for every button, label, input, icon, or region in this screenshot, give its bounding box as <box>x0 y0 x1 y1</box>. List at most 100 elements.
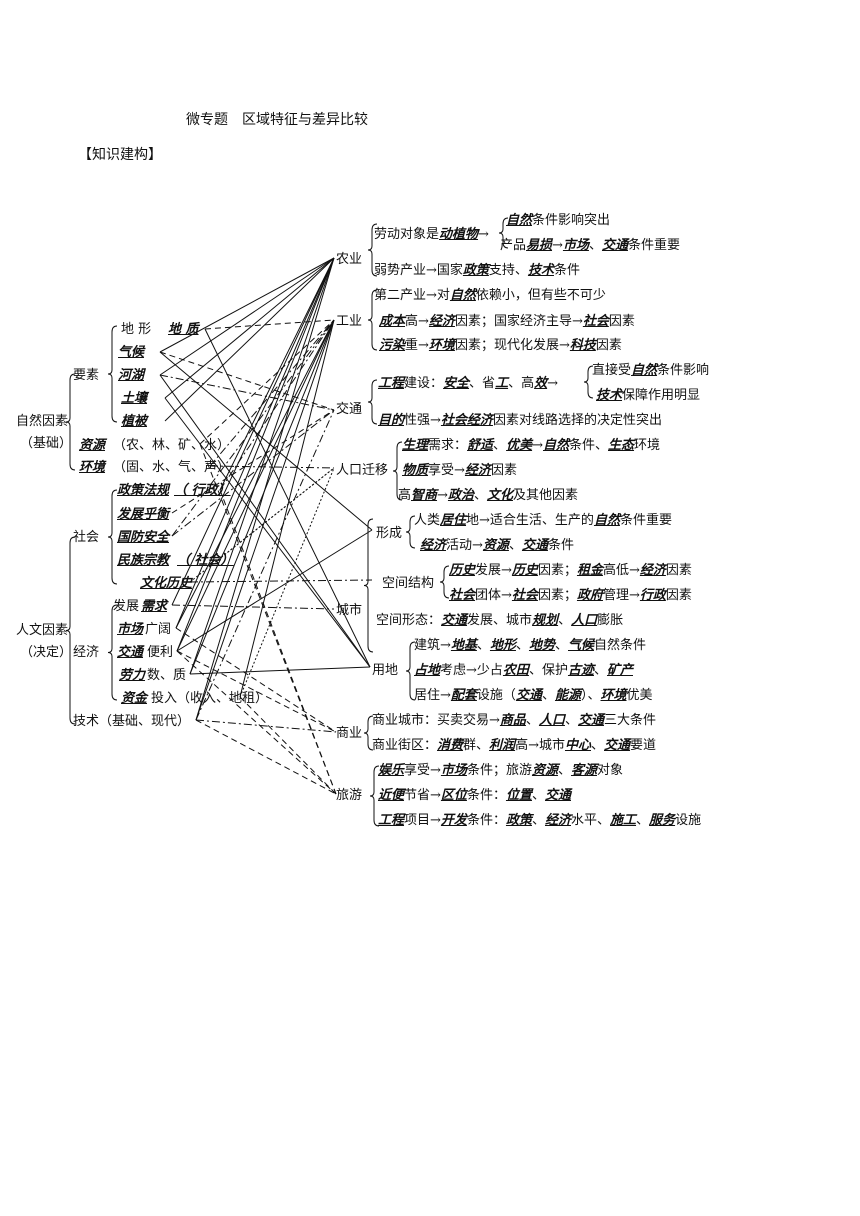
city-struct-2: 社会团体→社会因素；政府管理→行政因素 <box>449 588 692 603</box>
line-culture-structure <box>189 579 373 583</box>
econ-transport: 交通 <box>117 645 144 660</box>
natural-factors: 自然因素 <box>16 414 69 429</box>
line-res-industry <box>199 319 335 445</box>
econ-labor: 劳力 <box>119 668 146 683</box>
brace-transport <box>367 379 378 425</box>
line-capital-migration <box>239 467 335 698</box>
brace-human <box>65 536 76 725</box>
line-capital-tourism <box>239 696 337 795</box>
soc-society: （ 社会） <box>177 553 234 568</box>
brace-tourism <box>369 765 380 827</box>
brace-elements <box>107 325 118 423</box>
el-vegetation: 植被 <box>121 414 148 429</box>
soc-balance: 发展乎衡 <box>117 507 170 522</box>
line-tech-tourism <box>195 719 337 795</box>
brace-natural <box>65 373 76 471</box>
line-culture-migration <box>189 467 335 583</box>
line-soil-land <box>164 397 371 668</box>
agri-line3: 产品易损→市场、交通条件重要 <box>500 238 680 253</box>
brace-city-form <box>405 515 416 549</box>
environment-label: 环境 <box>79 460 106 475</box>
mig-line3: 高智商→政治、文化及其他因素 <box>398 488 578 503</box>
node-migration: 人口迁移 <box>336 463 389 478</box>
section-heading: 【知识建构】 <box>78 147 162 163</box>
line-labor-industry <box>189 319 335 675</box>
mig-line1: 生理需求：舒适、优美→自然条件、生态环境 <box>402 438 661 453</box>
el-soil: 土壤 <box>121 391 148 406</box>
el-geology: 地 质 <box>168 322 199 337</box>
city-shape: 空间形态：交通发展、城市规划、人口膨胀 <box>376 613 624 628</box>
agri-line1: 劳动对象是动植物→ <box>374 227 489 242</box>
line-climate-agri <box>159 257 335 353</box>
agri-line2: 自然条件影响突出 <box>506 213 611 228</box>
node-industry: 工业 <box>336 314 363 329</box>
city-land: 用地 <box>372 663 399 678</box>
soc-defense: 国防安全 <box>117 530 170 545</box>
node-tourism: 旅游 <box>336 788 363 803</box>
line-climate-transport <box>159 351 335 411</box>
line-demand-agri <box>171 257 335 606</box>
econ-broad: 广阔 <box>145 622 172 637</box>
city-form: 形成 <box>376 526 403 541</box>
line-demand-city <box>171 604 335 610</box>
ind-line3: 污染重→环境因素；现代化发展→科技因素 <box>379 338 622 353</box>
city-land-3: 居住→配套设施（交通、能源）、环境优美 <box>414 688 653 703</box>
econ-dev: 发展 <box>113 599 140 614</box>
econ-convenient: 便利 <box>147 645 174 660</box>
line-trans-form <box>176 529 373 652</box>
city-structure: 空间结构 <box>382 576 435 591</box>
line-policy-tourism <box>219 489 337 795</box>
line-geology-industry <box>204 319 335 330</box>
econ-capital-rest: 投入（收入、地租） <box>151 691 269 706</box>
line-soil-agri <box>164 257 335 399</box>
brace-agriculture <box>367 223 378 277</box>
tour-line1: 娱乐享受→市场条件；旅游资源、客源对象 <box>378 763 624 778</box>
brace-transport-sub <box>583 365 594 399</box>
brace-agri-sub <box>498 217 509 249</box>
node-agriculture: 农业 <box>336 252 363 267</box>
resource-rest: （农、林、矿、水） <box>113 438 231 453</box>
el-landform: 地 形 <box>121 322 152 337</box>
brace-city-land <box>405 641 416 701</box>
line-tech-commerce <box>195 719 337 733</box>
soc-culture: 文化历史 <box>140 576 193 591</box>
trans-line3: 技术保障作用明显 <box>596 388 701 403</box>
line-trans-agri <box>176 257 335 652</box>
human-factors: 人文因素 <box>16 623 69 638</box>
tech-label: 技术（基础、现代） <box>73 714 191 729</box>
line-defense-industry <box>171 319 335 537</box>
brace-social <box>107 489 118 585</box>
trans-line2: 直接受自然条件影响 <box>592 363 710 378</box>
line-labor-agri <box>189 257 335 675</box>
brace-industry <box>367 289 378 351</box>
econ-demand: 需求 <box>141 599 168 614</box>
econ-capital: 资金 <box>121 691 148 706</box>
trans-line4: 目的性强→社会经济因素对线路选择的决定性突出 <box>378 413 662 428</box>
line-market-industry <box>175 319 335 629</box>
economy-label: 经济 <box>73 645 100 660</box>
brace-migration <box>392 441 403 501</box>
line-tech-industry <box>195 319 335 721</box>
line-tech-agri <box>195 257 335 721</box>
brace-economy <box>107 604 118 701</box>
city-land-2: 占地考虑→少占农田、保护古迹、矿产 <box>414 663 633 678</box>
city-struct-1: 历史发展→历史因素；租金高低→经济因素 <box>449 563 692 578</box>
node-city: 城市 <box>336 603 363 618</box>
human-sub: （决定） <box>20 645 73 660</box>
brace-commerce <box>363 715 374 751</box>
brace-city <box>363 518 374 653</box>
line-policy-agri <box>219 257 335 491</box>
city-form-2: 经济活动→资源、交通条件 <box>420 538 574 553</box>
node-transport: 交通 <box>336 402 363 417</box>
city-form-1: 人类居住地→适合生活、生产的自然条件重要 <box>414 513 672 528</box>
agri-line4: 弱势产业→国家政策支持、技术条件 <box>374 263 580 278</box>
com-line2: 商业街区：消费群、利润高→城市中心、交通要道 <box>372 738 657 753</box>
node-commerce: 商业 <box>336 726 363 741</box>
mig-line2: 物质享受→经济因素 <box>402 463 517 478</box>
soc-admin: （ 行政） <box>174 483 231 498</box>
line-env-migration <box>209 465 335 469</box>
line-defense-transport <box>171 409 335 537</box>
line-market-agri <box>175 257 335 629</box>
el-climate: 气候 <box>118 345 145 360</box>
